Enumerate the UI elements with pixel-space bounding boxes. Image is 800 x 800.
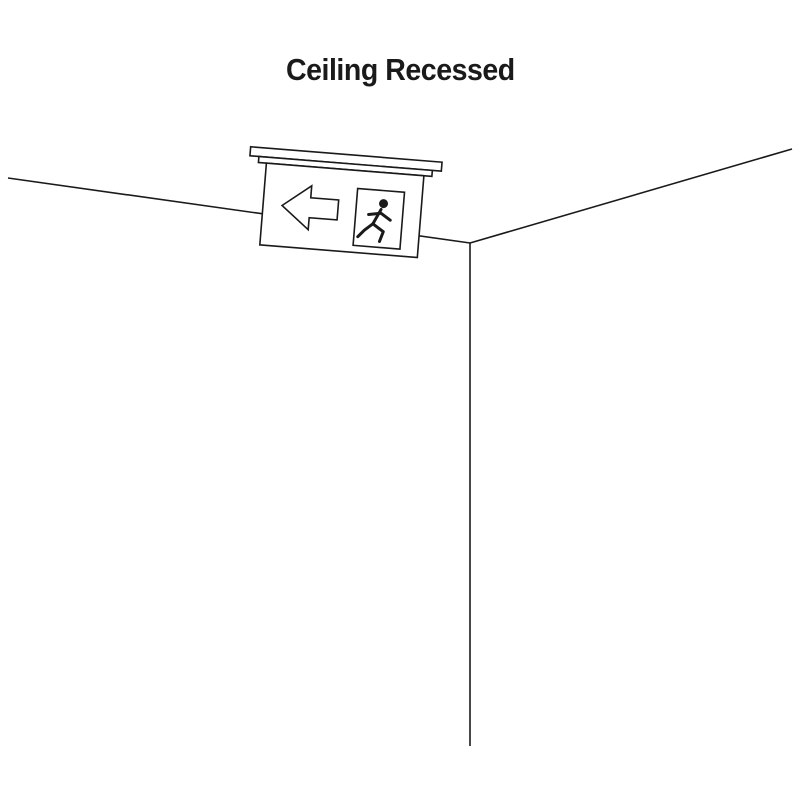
running-man-head — [379, 199, 389, 209]
left-arrow-icon — [280, 184, 340, 232]
running-man-icon — [356, 199, 392, 243]
running-man-back-arm — [367, 211, 382, 216]
doorway-frame — [352, 187, 406, 250]
running-man-back-leg — [356, 222, 375, 239]
ceiling-edge-right — [469, 148, 793, 244]
running-man-front-leg — [371, 222, 385, 243]
page-title: Ceiling Recessed — [0, 52, 800, 88]
page-title-text: Ceiling Recessed — [285, 52, 515, 87]
exit-sign — [249, 145, 443, 259]
running-man-front-arm — [378, 210, 392, 222]
